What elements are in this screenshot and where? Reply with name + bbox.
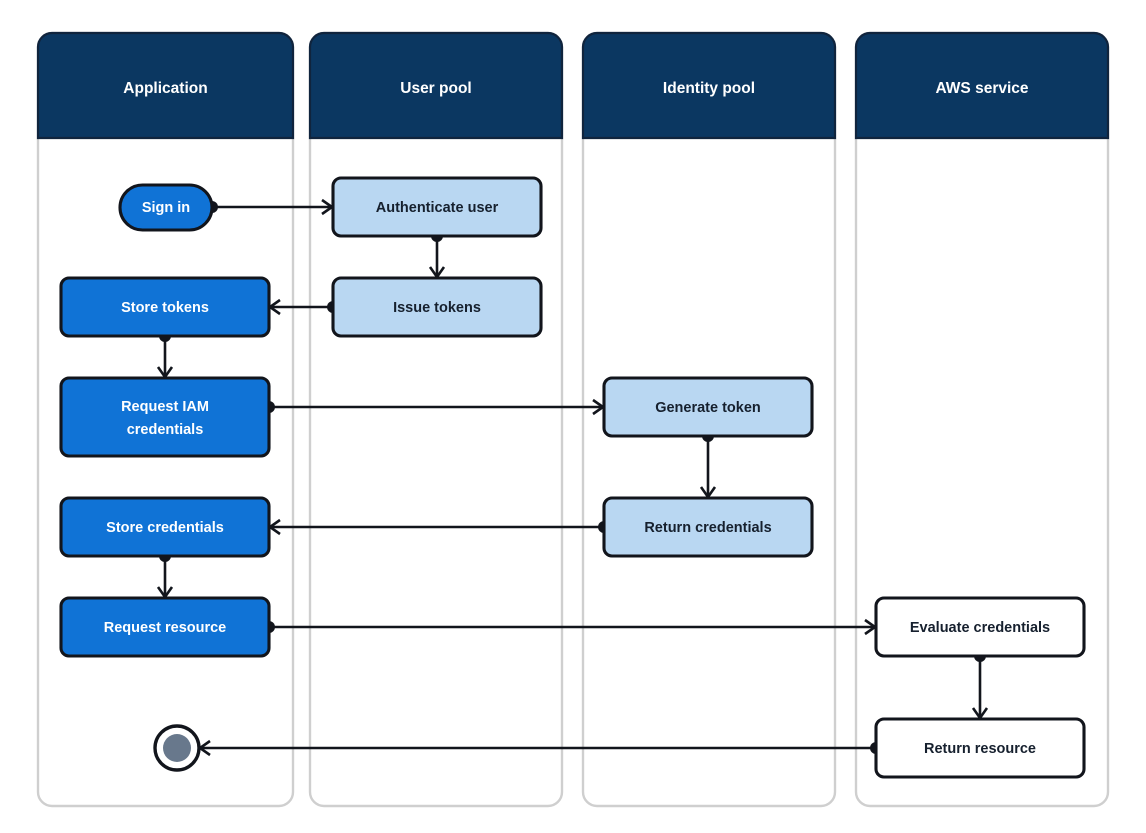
node-shape-authenticate-user bbox=[331, 176, 543, 238]
node-label-return-credentials: Return credentials bbox=[644, 520, 771, 536]
node-shape-request-iam-credentials bbox=[59, 376, 271, 458]
node-label-evaluate-credentials: Evaluate credentials bbox=[910, 620, 1050, 636]
lane-title-application: Application bbox=[123, 80, 207, 97]
node-shape-issue-tokens bbox=[331, 276, 543, 338]
node-label-generate-token: Generate token bbox=[655, 400, 761, 416]
node-end-state[interactable] bbox=[153, 724, 201, 772]
node-label-store-credentials: Store credentials bbox=[106, 520, 224, 536]
lane-title-user-pool: User pool bbox=[400, 80, 471, 97]
node-label-request-iam-credentials-line2: credentials bbox=[127, 422, 204, 438]
node-shape-request-resource bbox=[59, 596, 271, 658]
node-shape-evaluate-credentials bbox=[874, 596, 1086, 658]
node-store-tokens[interactable]: Store tokens bbox=[59, 276, 271, 338]
lane-aws-service[interactable]: AWS service bbox=[854, 31, 1110, 808]
node-store-credentials[interactable]: Store credentials bbox=[59, 496, 271, 558]
lane-header-application bbox=[36, 31, 295, 140]
node-return-credentials[interactable]: Return credentials bbox=[602, 496, 814, 558]
node-generate-token[interactable]: Generate token bbox=[602, 376, 814, 438]
node-shape-store-credentials bbox=[59, 496, 271, 558]
node-label-return-resource: Return resource bbox=[924, 741, 1036, 757]
lane-body-aws-service bbox=[854, 31, 1110, 808]
node-shape-return-credentials bbox=[602, 496, 814, 558]
lane-user-pool[interactable]: User pool bbox=[308, 31, 564, 808]
node-authenticate-user[interactable]: Authenticate user bbox=[331, 176, 543, 238]
lane-body-user-pool bbox=[308, 31, 564, 808]
node-label-authenticate-user: Authenticate user bbox=[376, 200, 499, 216]
node-shape-sign-in bbox=[118, 183, 214, 232]
lane-title-identity-pool: Identity pool bbox=[663, 80, 755, 97]
lane-header-aws-service bbox=[854, 31, 1110, 140]
lane-header-identity-pool bbox=[581, 31, 837, 140]
node-evaluate-credentials[interactable]: Evaluate credentials bbox=[874, 596, 1086, 658]
node-request-resource[interactable]: Request resource bbox=[59, 596, 271, 658]
node-label-store-tokens: Store tokens bbox=[121, 300, 209, 316]
node-sign-in[interactable]: Sign in bbox=[118, 183, 214, 232]
lane-header-user-pool bbox=[308, 31, 564, 140]
lane-title-aws-service: AWS service bbox=[935, 80, 1028, 97]
node-shape-store-tokens bbox=[59, 276, 271, 338]
node-shape-return-resource bbox=[874, 717, 1086, 779]
node-issue-tokens[interactable]: Issue tokens bbox=[331, 276, 543, 338]
node-label-sign-in: Sign in bbox=[142, 200, 190, 216]
end-state-inner-dot bbox=[163, 734, 191, 762]
node-request-iam-credentials[interactable]: Request IAM credentials bbox=[59, 376, 271, 458]
node-label-request-iam-credentials-line1: Request IAM bbox=[121, 399, 209, 415]
node-return-resource[interactable]: Return resource bbox=[874, 717, 1086, 779]
node-label-request-resource: Request resource bbox=[104, 620, 227, 636]
node-label-issue-tokens: Issue tokens bbox=[393, 300, 481, 316]
node-shape-generate-token bbox=[602, 376, 814, 438]
